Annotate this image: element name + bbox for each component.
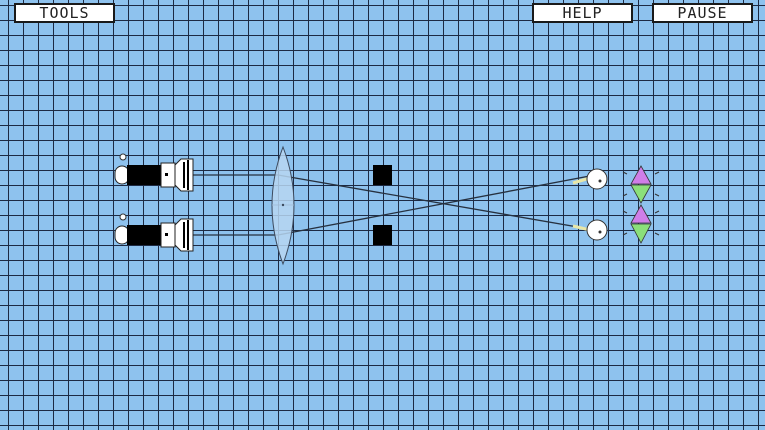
flashlight-icon[interactable] bbox=[114, 153, 194, 192]
convex-lens-icon[interactable] bbox=[271, 145, 295, 266]
tools-button[interactable]: TOOLS bbox=[14, 3, 115, 23]
flashlight-icon[interactable] bbox=[114, 213, 194, 252]
eye-target-icon bbox=[572, 168, 608, 190]
pause-button[interactable]: PAUSE bbox=[652, 3, 753, 23]
eye-target-icon bbox=[572, 219, 608, 241]
diamond-goal-icon bbox=[622, 204, 660, 244]
beam-upper bbox=[193, 174, 596, 231]
help-button[interactable]: HELP bbox=[532, 3, 633, 23]
light-beams bbox=[193, 174, 596, 236]
diamond-goal-icon bbox=[622, 165, 660, 204]
beam-lower bbox=[193, 174, 596, 236]
black-block-icon[interactable] bbox=[373, 225, 392, 245]
black-block-icon[interactable] bbox=[373, 165, 392, 185]
